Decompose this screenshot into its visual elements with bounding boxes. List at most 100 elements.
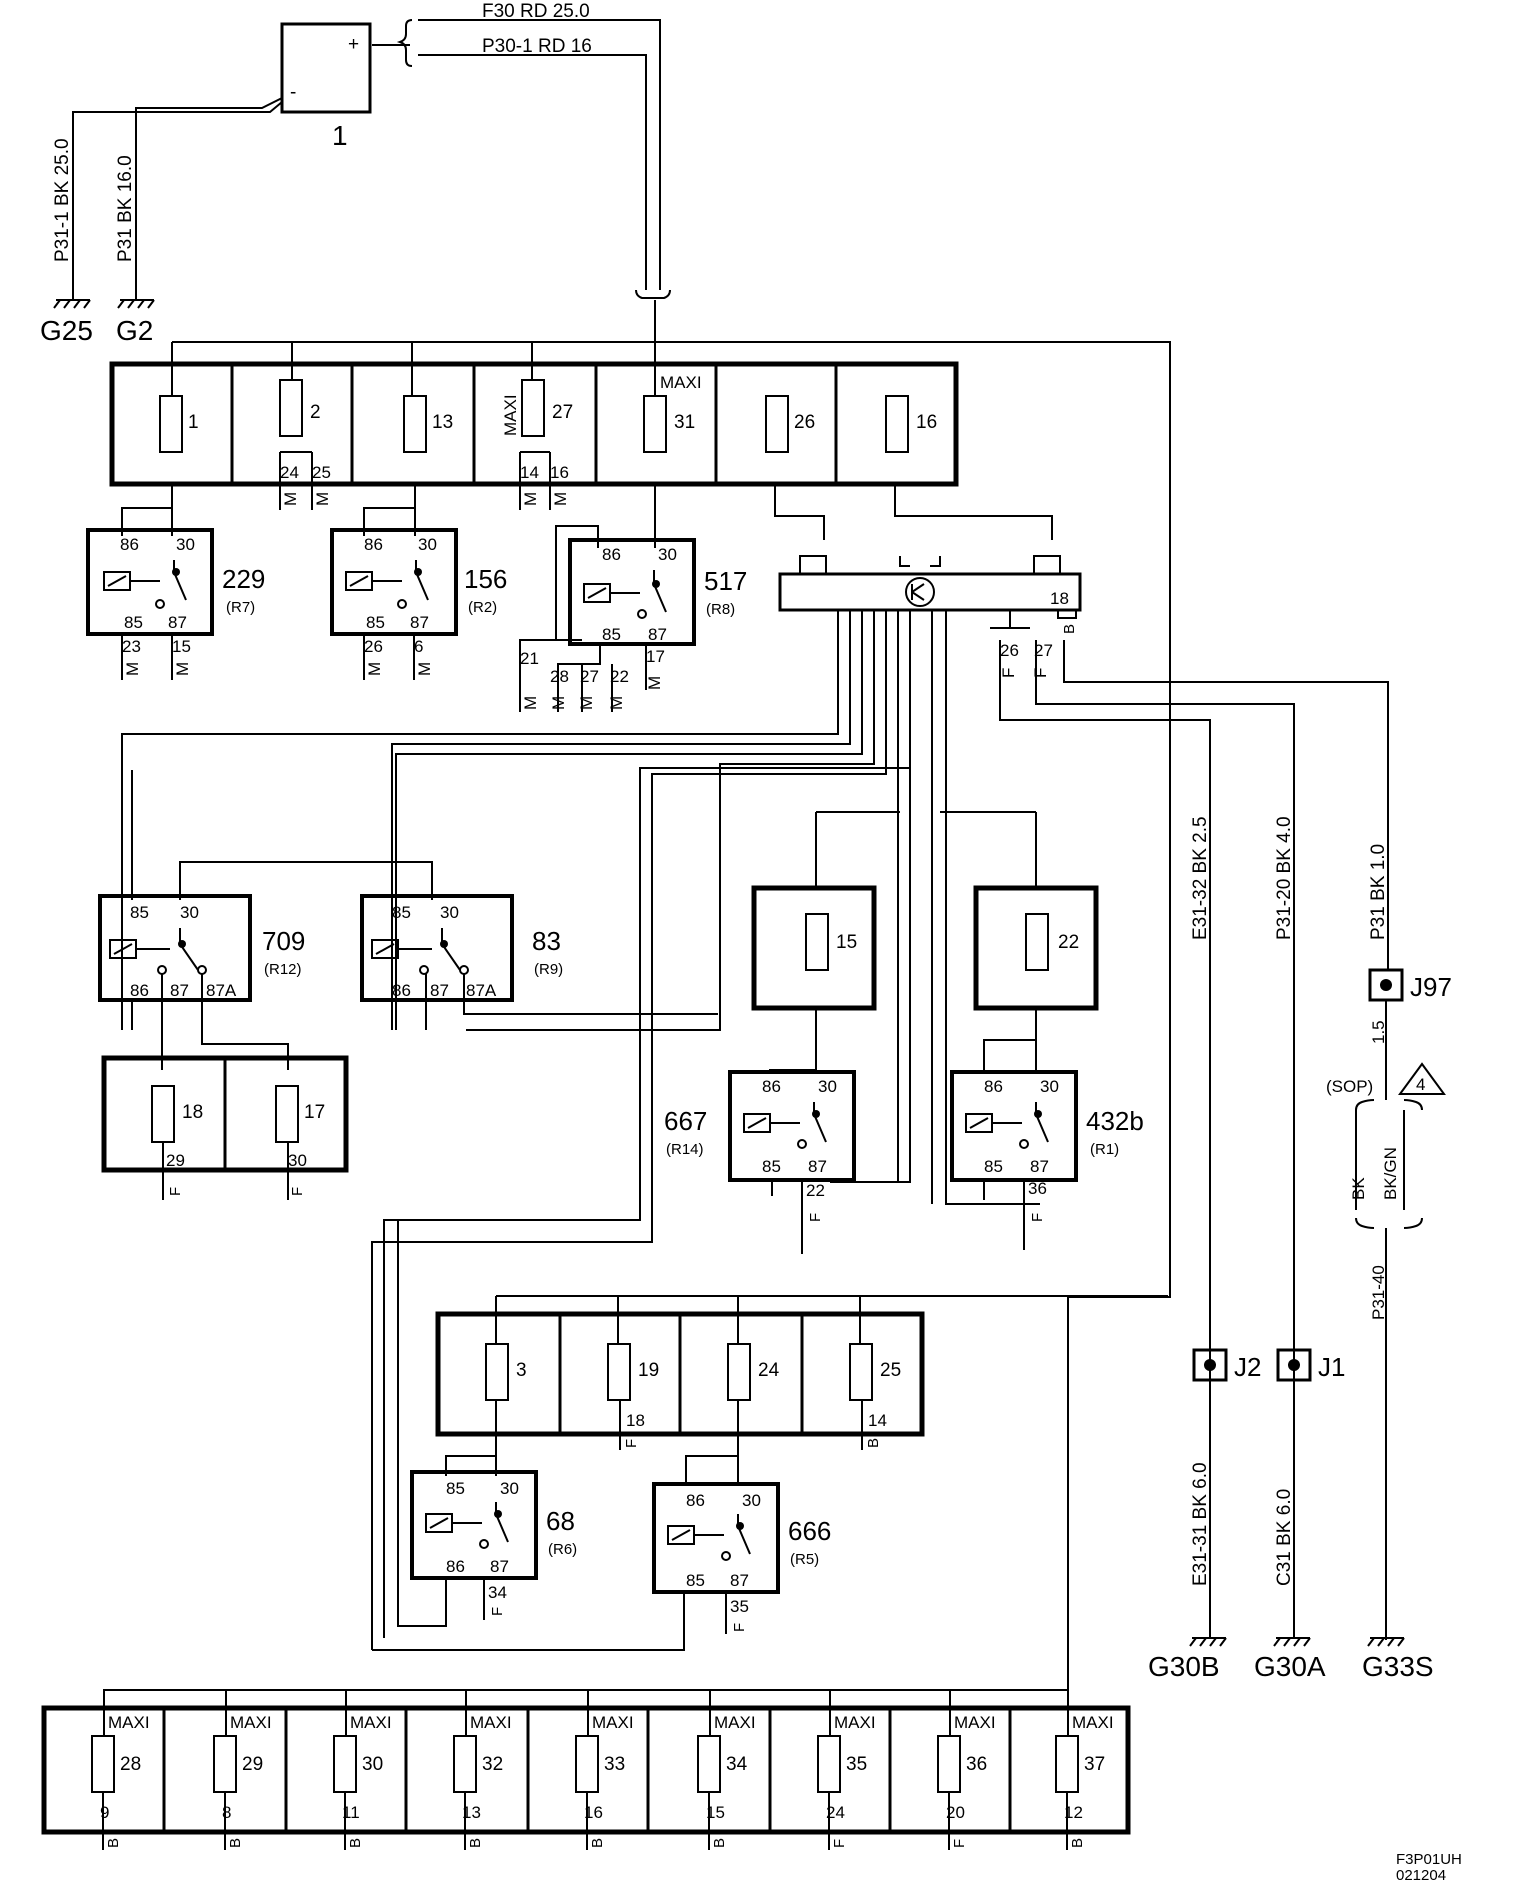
svg-text:11: 11 [342,1803,360,1822]
svg-text:17: 17 [646,647,665,666]
svg-text:MAXI: MAXI [501,394,520,436]
svg-text:26: 26 [364,637,383,656]
cable-p31-label: P31 BK 16.0 [115,155,136,262]
fuse-box-mid: 3 19 24 25 18 14 F B [435,1295,1168,1450]
svg-text:B: B [105,1838,122,1848]
svg-text:83: 83 [532,926,561,956]
svg-text:BK: BK [1349,1177,1368,1200]
svg-text:86: 86 [446,1557,465,1576]
svg-text:F: F [1029,1213,1046,1222]
svg-text:86: 86 [602,545,621,564]
svg-text:85: 85 [130,903,149,922]
svg-text:M: M [313,492,332,506]
fuse-26: 26 [765,395,815,453]
svg-text:B: B [865,1438,882,1448]
junction-j2: J2 [1192,1348,1261,1382]
svg-text:36: 36 [1028,1179,1047,1198]
svg-text:29: 29 [242,1754,263,1775]
svg-text:30: 30 [180,903,199,922]
fuse-box-22: 22 [940,811,1099,1011]
cable-f30-label: F30 RD 25.0 [482,1,590,22]
svg-text:30: 30 [658,545,677,564]
wire-c31-label: C31 BK 6.0 [1274,1489,1295,1586]
relay-module: 18 B 26 27 F F [774,484,1082,678]
svg-text:21: 21 [520,649,539,668]
svg-text:15: 15 [836,932,857,953]
svg-text:87: 87 [170,981,189,1000]
svg-text:M: M [521,696,540,710]
doc-code-line1: F3P01UH [1396,1851,1462,1868]
relay-68: 85 30 86 87 68 (R6) 34 F [397,1220,577,1627]
svg-text:3: 3 [516,1360,527,1381]
relay-667: 86 30 85 87 667 (R14) 22 F [664,1008,856,1254]
ground-g30a: G30A [1254,1651,1326,1682]
svg-text:30: 30 [818,1077,837,1096]
svg-text:14: 14 [520,463,539,482]
svg-text:22: 22 [806,1181,825,1200]
svg-text:15: 15 [172,637,191,656]
svg-text:MAXI: MAXI [660,373,702,392]
svg-text:17: 17 [304,1102,325,1123]
svg-text:M: M [415,662,434,676]
cable-p31-1-label: P31-1 BK 25.0 [52,138,73,262]
svg-text:12: 12 [1064,1803,1083,1822]
svg-text:87: 87 [490,1557,509,1576]
svg-text:22: 22 [610,667,629,686]
svg-text:87: 87 [410,613,429,632]
svg-text:(R7): (R7) [226,599,255,616]
svg-text:9: 9 [100,1803,109,1822]
svg-text:85: 85 [984,1157,1003,1176]
svg-text:(R1): (R1) [1090,1141,1119,1158]
battery-minus: - [290,82,296,103]
relay-709: 85 30 86 87 87A 709 (R12) [98,770,433,1070]
svg-text:86: 86 [392,981,411,1000]
ground-g2: G2 [116,315,153,346]
svg-text:(R14): (R14) [666,1141,704,1158]
cable-p30-1-label: P30-1 RD 16 [482,36,592,57]
svg-text:517: 517 [704,566,747,596]
svg-text:F: F [167,1187,184,1196]
fuse-box-15: 15 [751,811,900,1011]
svg-text:M: M [123,662,142,676]
svg-text:B: B [589,1838,606,1848]
bottom-fuses: MAXI289BMAXI298BMAXI3011BMAXI3213BMAXI33… [91,1713,1114,1850]
fuse-19: 19 [607,1343,659,1401]
svg-text:4: 4 [1416,1075,1425,1094]
svg-text:6: 6 [414,637,423,656]
svg-text:M: M [577,696,596,710]
svg-text:J97: J97 [1410,972,1452,1002]
wire-p31-20-label: P31-20 BK 4.0 [1274,816,1295,940]
svg-text:M: M [365,662,384,676]
svg-text:1: 1 [188,412,199,433]
svg-text:30: 30 [440,903,459,922]
svg-text:16: 16 [584,1803,603,1822]
svg-text:87: 87 [648,625,667,644]
battery-plus: + [348,34,359,55]
svg-text:8: 8 [222,1803,231,1822]
fuse-1: 1 [159,395,199,453]
svg-text:87: 87 [730,1571,749,1590]
svg-text:15: 15 [706,1803,725,1822]
svg-text:F: F [731,1623,748,1632]
svg-text:68: 68 [546,1506,575,1536]
svg-text:30: 30 [176,535,195,554]
svg-text:B: B [347,1838,364,1848]
svg-text:87: 87 [808,1157,827,1176]
svg-text:86: 86 [364,535,383,554]
svg-text:34: 34 [726,1754,748,1775]
svg-text:20: 20 [946,1803,965,1822]
svg-text:(SOP): (SOP) [1326,1077,1373,1096]
svg-text:F: F [807,1213,824,1222]
svg-text:86: 86 [686,1491,705,1510]
svg-text:F: F [831,1839,848,1848]
svg-text:28: 28 [120,1754,141,1775]
relay-666: 86 30 85 87 666 (R5) 35 F [372,1400,831,1651]
svg-text:87: 87 [1030,1157,1049,1176]
svg-text:F: F [999,668,1018,678]
svg-text:85: 85 [686,1571,705,1590]
